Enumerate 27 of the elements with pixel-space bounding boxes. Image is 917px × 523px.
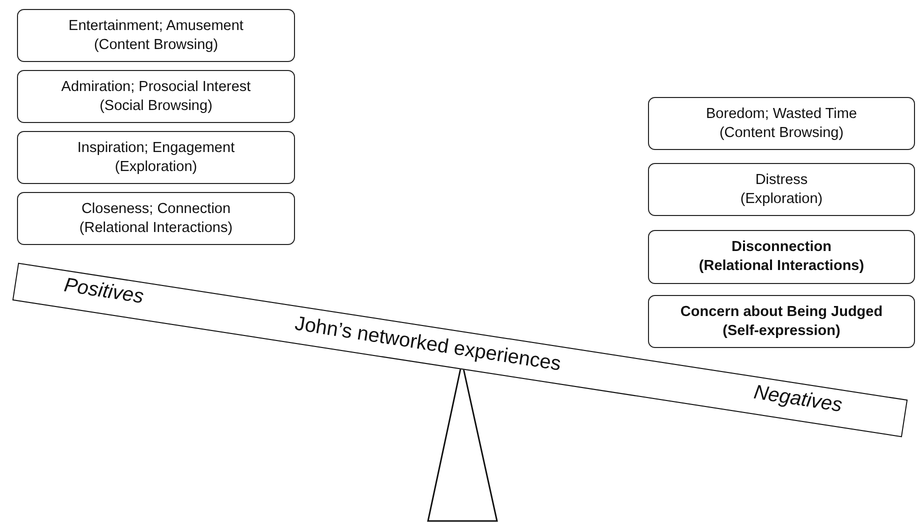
box-subheading: (Exploration) [114, 158, 198, 176]
text-box [17, 9, 295, 62]
box-heading: Disconnection [732, 238, 832, 257]
text-box [17, 192, 295, 245]
box-subheading: (Social Browsing) [100, 96, 212, 116]
box-subheading: (Exploration) [740, 190, 823, 208]
box-subheading: (Relational Interactions) [79, 218, 233, 238]
text-box [648, 97, 915, 150]
box-heading: Entertainment; Amusement [68, 16, 244, 36]
box-subheading: (Content Browsing) [94, 36, 218, 54]
text-box [17, 70, 295, 123]
box-heading: Concern about Being Judged [680, 302, 883, 322]
box-subheading: (Relational Interactions) [698, 257, 864, 276]
box-subheading: (Self-expression) [722, 322, 840, 340]
side-label: Positives [62, 274, 146, 310]
box-heading: Inspiration; Engagement [77, 138, 235, 158]
text-box [648, 163, 915, 216]
box-heading: Boredom; Wasted Time [706, 104, 857, 124]
beam-title: John’s networked experiences [293, 312, 562, 376]
text-box [648, 230, 915, 284]
side-label: Negatives [752, 381, 844, 418]
box-subheading: (Content Browsing) [719, 124, 844, 142]
box-heading: Distress [755, 170, 808, 190]
box-heading: Closeness; Connection [81, 200, 231, 218]
text-box [17, 131, 295, 184]
box-heading: Admiration; Prosocial Interest [61, 78, 251, 96]
text-box [648, 295, 915, 348]
